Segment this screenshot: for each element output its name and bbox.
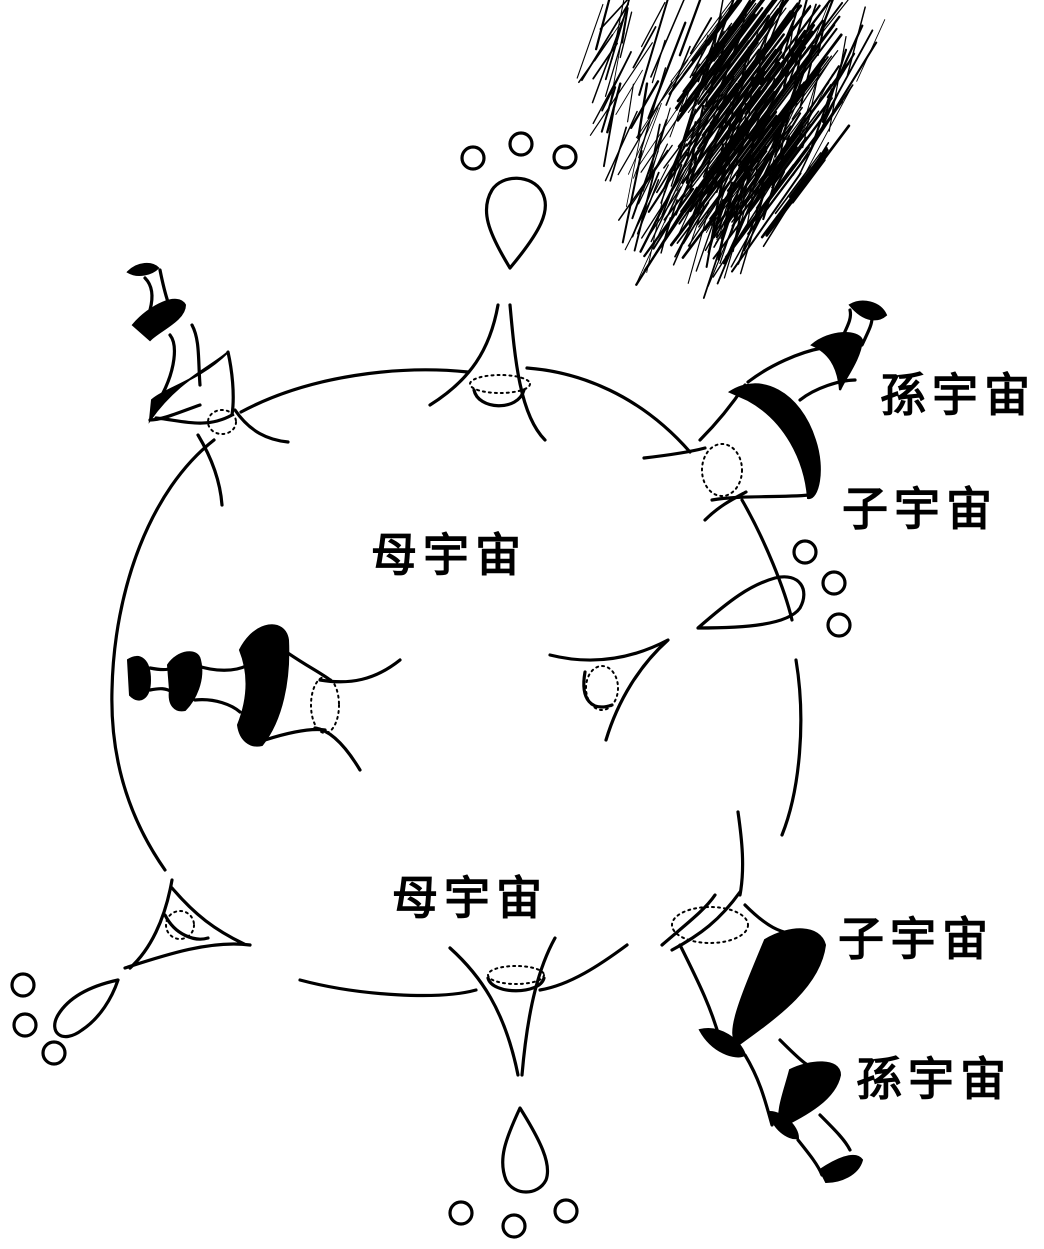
inner-right-neck	[550, 640, 668, 740]
child-universe-label-lower: 子宇宙	[838, 916, 994, 962]
scribble-stroke	[590, 43, 652, 136]
inner-left-neck	[128, 625, 400, 770]
grandchild-universe-label-upper: 孫宇宙	[880, 372, 1036, 418]
mother-universe-label-upper: 母宇宙	[371, 532, 527, 578]
hatched-scribble-region	[577, 0, 885, 298]
scribble-stroke	[666, 47, 690, 106]
child-universe-label-upper: 子宇宙	[842, 486, 998, 532]
top-budding-neck	[430, 305, 545, 440]
scribble-stroke	[642, 3, 665, 47]
grandchild-universe-label-lower: 孫宇宙	[856, 1056, 1012, 1102]
scribble-stroke	[787, 153, 828, 207]
lower-right-child-neck	[662, 812, 862, 1182]
top-droplet	[462, 133, 576, 268]
right-droplet	[698, 541, 850, 636]
lower-left-neck	[12, 880, 250, 1064]
bottom-neck	[450, 938, 577, 1237]
scribble-stroke	[823, 30, 873, 121]
mother-universe-label-lower: 母宇宙	[392, 875, 548, 921]
upper-left-child-neck	[128, 264, 288, 505]
scribble-stroke	[633, 27, 655, 68]
